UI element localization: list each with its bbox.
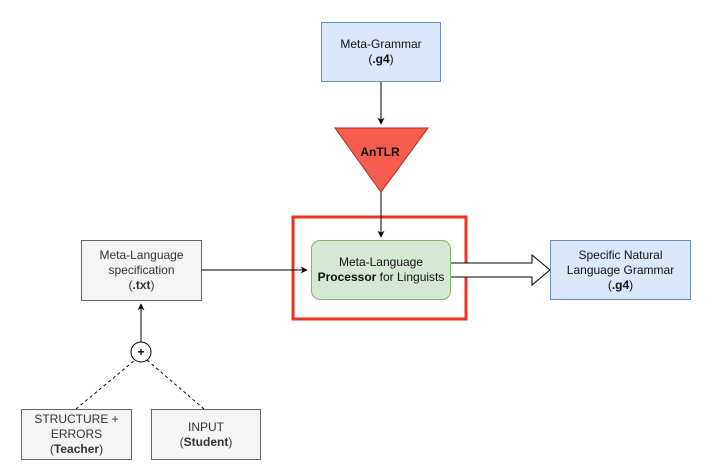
plus-circle <box>130 341 152 363</box>
input-close: ) <box>228 434 233 449</box>
meta-grammar-ext: .g4 <box>372 52 390 66</box>
plus-symbol: + <box>137 345 145 359</box>
input-role: Student <box>183 434 229 449</box>
antlr-triangle <box>334 127 429 193</box>
edge-structure-to-plus <box>75 359 136 410</box>
input-line1: INPUT <box>187 419 224 434</box>
spec-ext-open: ( <box>128 278 133 292</box>
structure-close: ) <box>99 442 104 456</box>
processor-bold: Processor <box>317 270 377 284</box>
meta-language-spec-box[interactable]: Meta-Language specification (.txt) <box>81 240 202 301</box>
processor-rest: for Linguists <box>376 270 445 284</box>
structure-line1: STRUCTURE + <box>34 412 119 426</box>
spec-line1: Meta-Language <box>99 248 184 262</box>
structure-open: ( <box>49 442 54 456</box>
antlr-label: AnTLR <box>360 145 400 159</box>
structure-errors-box[interactable]: STRUCTURE + ERRORS (Teacher) <box>21 409 132 460</box>
specific-grammar-box[interactable]: Specific Natural Language Grammar (.g4) <box>550 240 691 300</box>
processor-box[interactable]: Meta-Language Processor for Linguists <box>311 240 451 300</box>
specific-grammar-ext: .g4 <box>611 277 630 292</box>
spec-ext: .txt <box>132 278 151 292</box>
meta-grammar-box[interactable]: Meta-Grammar (.g4) <box>321 22 441 82</box>
specific-grammar-ext-open: ( <box>607 277 612 292</box>
structure-role: Teacher <box>53 442 100 456</box>
specific-grammar-line2: Language Grammar <box>566 262 675 277</box>
spec-line2: specification <box>108 263 175 277</box>
meta-grammar-ext-open: ( <box>368 52 373 66</box>
edge-input-to-plus <box>146 359 205 410</box>
specific-grammar-line1: Specific Natural <box>578 247 663 262</box>
meta-grammar-title: Meta-Grammar <box>340 37 422 51</box>
specific-grammar-ext-close: ) <box>629 277 634 292</box>
meta-grammar-ext-close: ) <box>389 52 394 66</box>
input-open: ( <box>179 434 184 449</box>
processor-line1: Meta-Language <box>338 255 424 269</box>
input-box[interactable]: INPUT (Student) <box>151 409 261 460</box>
spec-ext-close: ) <box>150 278 155 292</box>
structure-line2: ERRORS <box>50 427 103 441</box>
